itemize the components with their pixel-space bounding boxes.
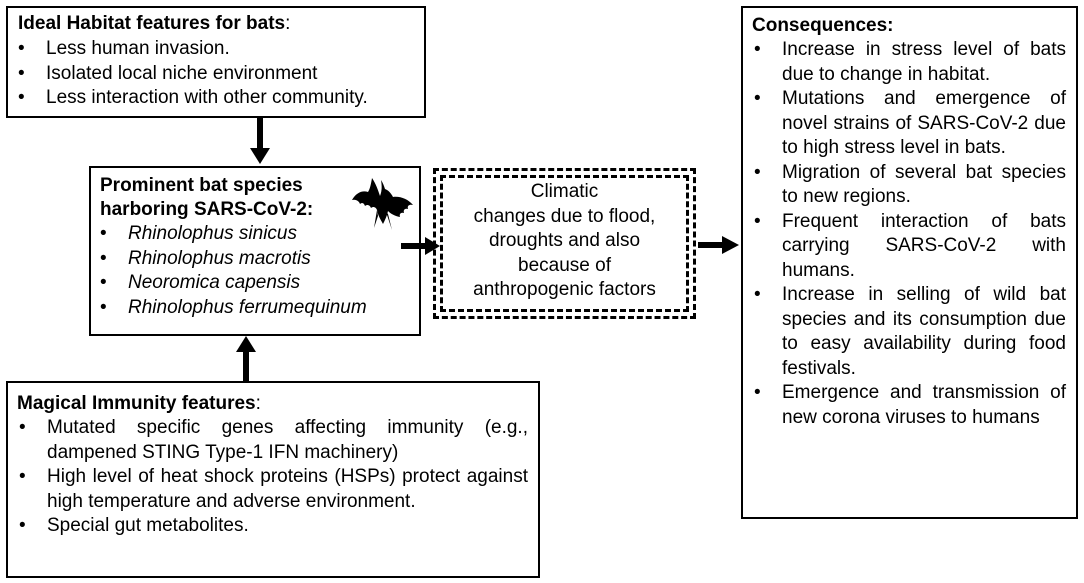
climate-line: changes due to flood,: [473, 205, 656, 227]
consequences-list: Increase in stress level of bats due to …: [754, 38, 1066, 430]
immunity-title-text: Magical Immunity features: [17, 393, 256, 414]
immunity-title-colon: :: [255, 393, 261, 414]
species-name: Neoromica capensis: [128, 272, 301, 293]
climate-text: Climatic changes due to flood, droughts …: [440, 180, 689, 303]
arrow-up-icon: [236, 336, 256, 382]
species-title-line1: Prominent bat species: [100, 175, 303, 196]
species-name: Rhinolophus ferrumequinum: [128, 296, 367, 318]
consequences-title: Consequences:: [752, 14, 1066, 38]
species-item: Rhinolophus sinicus: [100, 222, 411, 247]
immunity-item: High level of heat shock proteins (HSPs)…: [19, 465, 528, 514]
consequence-item: Frequent interaction of bats carrying SA…: [754, 210, 1066, 284]
habitat-title-text: Ideal Habitat features for bats: [18, 13, 286, 34]
habitat-box: Ideal Habitat features for bats: Less hu…: [6, 6, 426, 118]
bat-icon: [352, 178, 413, 230]
consequence-item: Emergence and transmission of new corona…: [754, 381, 1066, 430]
immunity-title: Magical Immunity features:: [17, 392, 528, 416]
climate-box-inner-border: [440, 175, 689, 312]
consequences-title-text: Consequences:: [752, 15, 894, 36]
species-item: Neoromica capensis: [100, 271, 411, 296]
consequence-item: Increase in selling of wild bat species …: [754, 283, 1066, 381]
climate-line: because of: [518, 254, 611, 276]
species-item: Rhinolophus ferrumequinum: [100, 296, 411, 321]
climate-line: anthropogenic factors: [473, 279, 656, 300]
species-title-line2: harboring SARS-CoV-2:: [100, 199, 314, 220]
immunity-list: Mutated specific genes affecting immunit…: [19, 416, 528, 539]
habitat-title: Ideal Habitat features for bats:: [18, 12, 416, 36]
climate-line: Climatic: [530, 181, 599, 202]
consequence-item: Mutations and emergence of novel strains…: [754, 87, 1066, 161]
climate-box-outer-border: [433, 168, 696, 319]
species-item: Rhinolophus macrotis: [100, 247, 411, 272]
arrow-down-icon: [250, 118, 270, 164]
arrow-right-icon: [698, 236, 739, 254]
consequence-item: Increase in stress level of bats due to …: [754, 38, 1066, 87]
arrow-right-icon: [401, 237, 440, 255]
immunity-item: Mutated specific genes affecting immunit…: [19, 416, 528, 465]
climate-line: droughts and also: [488, 230, 641, 251]
consequence-item: Migration of several bat species to new …: [754, 161, 1066, 210]
habitat-item: Less interaction with other community.: [18, 86, 416, 111]
habitat-list: Less human invasion. Isolated local nich…: [18, 37, 416, 111]
species-list: Rhinolophus sinicus Rhinolophus macrotis…: [100, 222, 411, 321]
habitat-item: Isolated local niche environment: [18, 62, 416, 87]
species-name: Rhinolophus macrotis: [128, 247, 311, 269]
habitat-item: Less human invasion.: [18, 37, 416, 62]
habitat-title-colon: :: [285, 13, 291, 34]
consequences-box: Consequences: Increase in stress level o…: [741, 6, 1078, 519]
immunity-box: Magical Immunity features: Mutated speci…: [6, 381, 540, 578]
species-title: Prominent bat species harboring SARS-CoV…: [100, 174, 411, 222]
species-name: Rhinolophus sinicus: [128, 223, 297, 244]
immunity-item: Special gut metabolites.: [19, 514, 528, 539]
